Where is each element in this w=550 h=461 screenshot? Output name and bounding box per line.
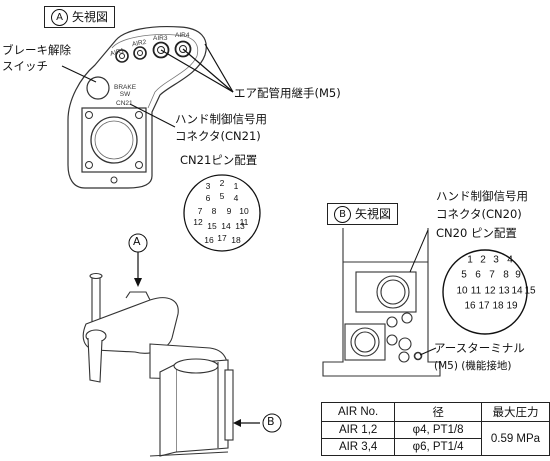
cn20-pin-layout-label: CN20 ピン配置 <box>436 226 517 240</box>
brake-release-label-2: スイッチ <box>2 59 48 73</box>
cn21-pin: 2 <box>219 178 225 188</box>
cn20-pin: 13 <box>498 285 510 297</box>
cn21-pin: 7 <box>197 206 203 216</box>
hand-connector-label-1: ハンド制御信号用 <box>175 112 267 126</box>
brake-release-label-1: ブレーキ解除 <box>2 43 71 57</box>
cn20-pin: 1 <box>467 254 473 266</box>
earth-terminal-label-1: アースターミナル <box>434 341 525 355</box>
robot-drawing <box>82 272 234 457</box>
cn21-pin: 12 <box>193 217 203 227</box>
cn21-pin-layout-label: CN21ピン配置 <box>180 153 258 167</box>
cn21-pin: 9 <box>226 206 232 216</box>
cn20-pin: 10 <box>456 285 468 297</box>
cn21-pin: 4 <box>233 193 239 203</box>
cn21-pin: 14 <box>221 221 231 231</box>
cn21-pin: 13 <box>235 221 245 231</box>
air-spec-table: AIR No. 径 最大圧力 AIR 1,2 φ4, PT1/8 0.59 MP… <box>320 402 550 456</box>
view-a-letter: A <box>51 9 68 26</box>
cn20-pin: 9 <box>515 269 521 281</box>
cn21-pin: 3 <box>205 181 211 191</box>
cn21-pin: 8 <box>211 206 217 216</box>
view-a-title: A 矢視図 <box>44 6 116 28</box>
air-ports <box>115 40 192 63</box>
table-row: AIR 3,4 φ6, PT1/4 <box>320 438 550 456</box>
cn21-pin: 10 <box>239 206 249 216</box>
diameter-cell: φ4, PT1/8 <box>394 421 482 439</box>
arrow-b-circle <box>262 413 282 433</box>
view-a-title-text: 矢視図 <box>72 10 109 24</box>
header-air-no: AIR No. <box>320 402 396 422</box>
port-label-air3: AIR3 <box>153 35 168 42</box>
cn21-pin: 11 <box>239 217 249 227</box>
diameter-cell: φ6, PT1/4 <box>394 438 482 456</box>
view-b-letter: B <box>334 206 351 223</box>
cn20-pin: 11 <box>470 285 482 297</box>
cn21-pin: 16 <box>204 235 214 245</box>
table-row: AIR 1,2 φ4, PT1/8 0.59 MPa <box>320 421 550 456</box>
hand-connector-label-2: コネクタ(CN21) <box>175 129 261 143</box>
cn21-pin: 6 <box>205 193 211 203</box>
view-b-hand-connector-label-2: コネクタ(CN20) <box>436 207 522 221</box>
cn20-pin: 7 <box>489 269 495 281</box>
air-no-cell: AIR 1,2 <box>320 421 396 439</box>
cn21-pin: 5 <box>219 191 225 201</box>
earth-terminal-label-2: (M5) (機能接地) <box>434 360 512 372</box>
arrow-b-letter: B <box>267 415 275 428</box>
brake-sw-label: BRAKE SW <box>114 84 137 98</box>
port-label-air4: AIR4 <box>175 32 190 39</box>
cn20-pin: 19 <box>506 300 518 312</box>
cn20-pin: 2 <box>480 254 486 266</box>
view-b-hand-connector-label-1: ハンド制御信号用 <box>436 189 528 203</box>
cn20-pin: 12 <box>484 285 496 297</box>
cn21-small-label: CN21 <box>116 100 133 107</box>
air-fitting-label: エア配管用継手(M5) <box>234 86 341 100</box>
cn20-pin: 6 <box>475 269 481 281</box>
cn20-pin: 8 <box>503 269 509 281</box>
cn20-pin: 4 <box>507 254 513 266</box>
arrow-a-letter: A <box>133 235 141 248</box>
cn20-pin: 18 <box>492 300 504 312</box>
cn20-pin: 15 <box>524 285 536 297</box>
cn21-pin-circle <box>183 174 261 252</box>
cn21-connector-drawing <box>81 107 147 184</box>
arrow-a-circle <box>128 233 148 253</box>
header-diameter: 径 <box>394 402 482 422</box>
air-no-cell: AIR 3,4 <box>320 438 396 456</box>
view-b-title: B 矢視図 <box>327 203 399 225</box>
cn20-pin: 5 <box>461 269 467 281</box>
table-header-row: AIR No. 径 最大圧力 <box>320 402 550 422</box>
cn21-pin: 18 <box>231 235 241 245</box>
cn20-pin: 14 <box>511 285 523 297</box>
cn20-pin: 16 <box>464 300 476 312</box>
brake-release-switch <box>86 76 110 100</box>
cn20-pin: 3 <box>493 254 499 266</box>
cn20-pin: 17 <box>478 300 490 312</box>
cn20-pin-circle <box>442 249 528 335</box>
cn21-pin: 1 <box>233 181 239 191</box>
view-b-title-text: 矢視図 <box>355 207 392 221</box>
max-pressure-cell: 0.59 MPa <box>480 421 550 456</box>
cn21-pin: 17 <box>217 233 227 243</box>
cn21-pin: 15 <box>207 221 217 231</box>
header-max-pressure: 最大圧力 <box>480 402 550 422</box>
